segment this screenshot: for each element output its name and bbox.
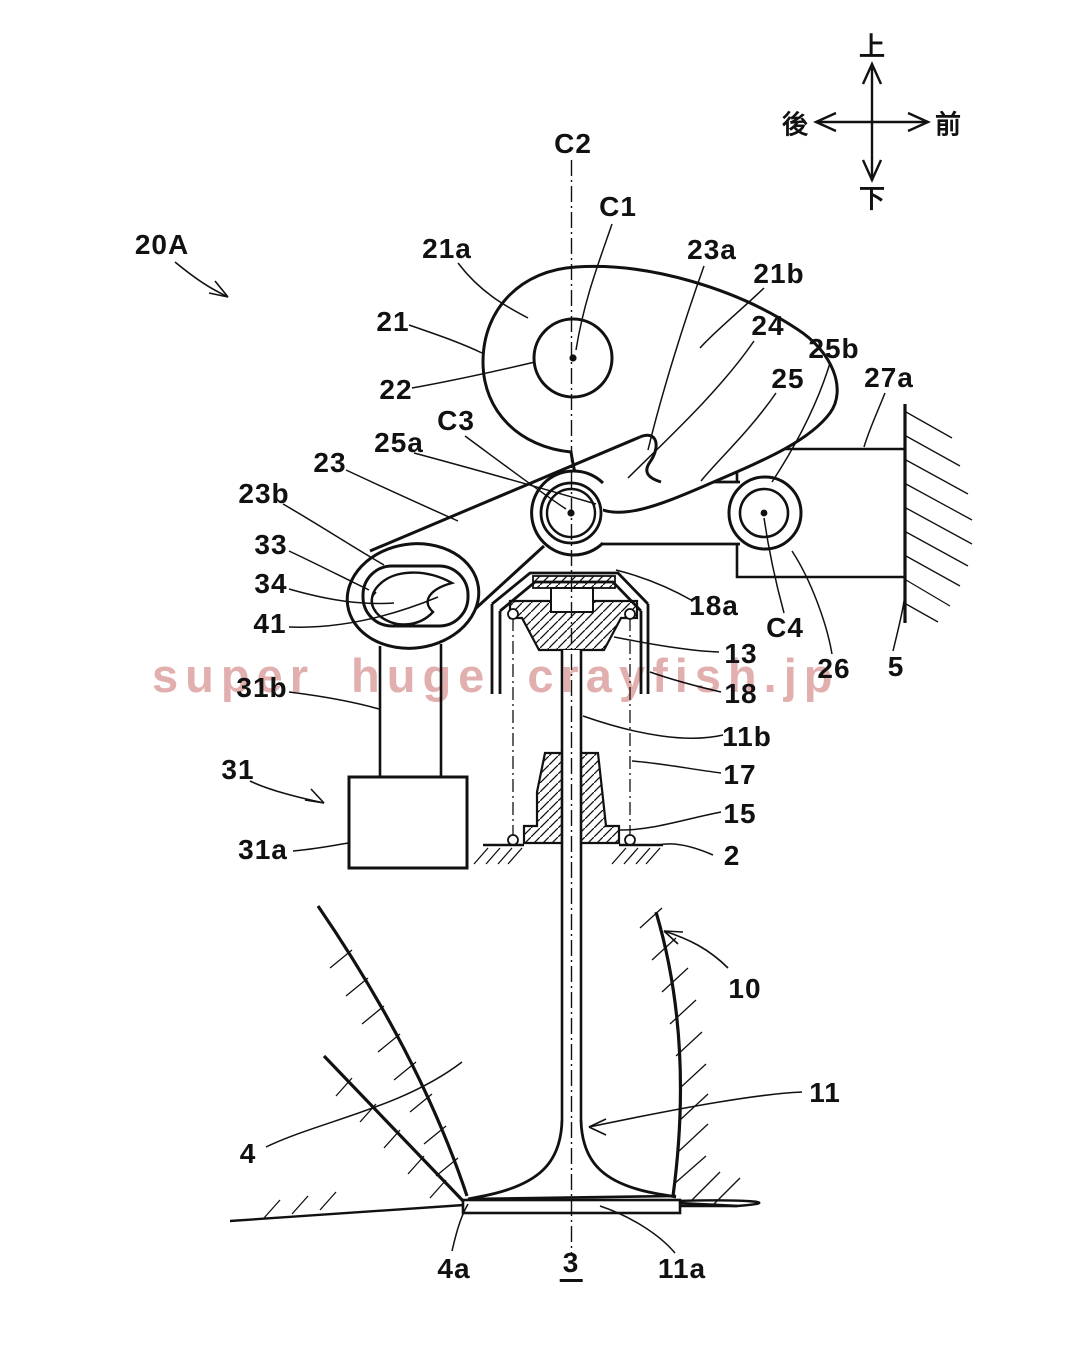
ref-label-31a: 31a [238, 834, 288, 865]
push-rod [378, 644, 443, 777]
ref-label-31: 31 [221, 754, 255, 785]
leader-lines [265, 223, 905, 1254]
ref-label-3: 3 [559, 1247, 583, 1282]
ref-label-33: 33 [254, 529, 288, 560]
ref-label-11a: 11a [657, 1253, 707, 1284]
ref-label-25: 25 [771, 363, 805, 394]
ref-label-C3: C3 [437, 405, 475, 436]
cam-center-dot [569, 354, 577, 362]
ref-label-21a: 21a [422, 233, 472, 264]
valve-stem [560, 650, 583, 1120]
ref-label-41: 41 [253, 608, 287, 639]
ref-label-34: 34 [254, 568, 288, 599]
ref-label-10: 10 [728, 973, 762, 1004]
arrow-leaders [174, 261, 803, 1136]
ref-label-18: 18 [724, 678, 758, 709]
ref-label-26: 26 [817, 653, 851, 684]
ref-label-C2: C2 [554, 128, 592, 159]
compass-front-label: 前 [934, 109, 962, 140]
ref-label-17: 17 [723, 759, 757, 790]
ref-label-21: 21 [376, 306, 410, 337]
ref-label-4a: 4a [437, 1253, 471, 1284]
ref-label-4: 4 [239, 1138, 257, 1169]
ref-label-18a: 18a [689, 590, 739, 621]
rocker-ring-end [345, 542, 481, 650]
ref-label-13: 13 [724, 638, 758, 669]
compass-down-label: 下 [858, 183, 886, 214]
ref-label-25b: 25b [808, 333, 860, 364]
ref-label-31b: 31b [236, 672, 288, 703]
ref-label-23a: 23a [687, 234, 737, 265]
ref-label-22: 22 [379, 374, 413, 405]
compass-rose-icon [813, 61, 931, 183]
ref-label-27a: 27a [864, 362, 914, 393]
pivot-c3 [530, 469, 605, 557]
pivot-c4 [727, 475, 803, 551]
ref-label-23: 23 [313, 447, 347, 478]
tappet-block [347, 775, 469, 870]
ref-label-11b: 11b [722, 721, 772, 752]
ref-label-15: 15 [723, 798, 757, 829]
ref-label-23b: 23b [238, 478, 290, 509]
ref-label-25a: 25a [374, 427, 424, 458]
compass-rear-label: 後 [781, 109, 809, 140]
ref-label-C4: C4 [766, 612, 804, 643]
ref-label-24: 24 [751, 310, 785, 341]
valve-top-assembly [490, 571, 650, 846]
compass-up-label: 上 [858, 31, 886, 62]
ref-label-21b: 21b [753, 258, 805, 289]
ref-label-11: 11 [809, 1077, 841, 1108]
ref-label-C1: C1 [599, 191, 637, 222]
watermark-text: super huge crayfish.jp [152, 649, 840, 702]
cylinder-head-surface [473, 843, 663, 865]
ref-label-3-text: 3 [559, 1247, 583, 1282]
ref-label-5: 5 [887, 651, 905, 682]
port-walls [229, 905, 761, 1223]
ref-label-20A: 20A [134, 229, 190, 260]
ref-label-2: 2 [723, 840, 741, 871]
